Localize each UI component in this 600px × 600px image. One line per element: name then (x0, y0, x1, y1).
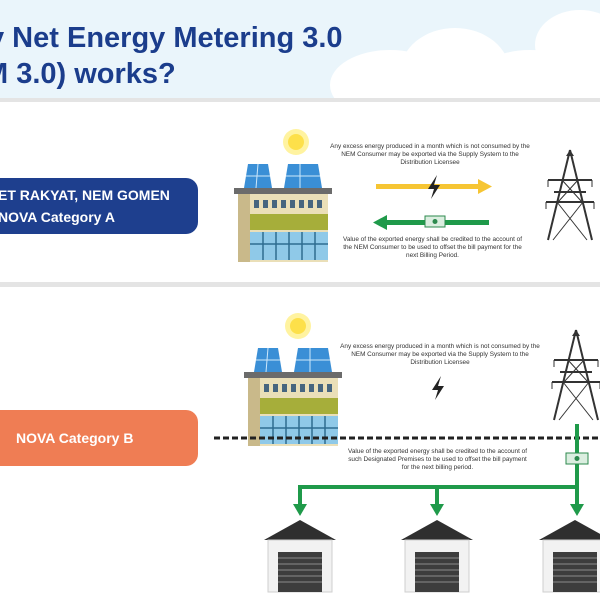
sun-icon (285, 313, 311, 339)
category-a-line1: ET RAKYAT, NEM GOMEN (0, 187, 170, 203)
category-a-label: ET RAKYAT, NEM GOMEN NOVA Category A (0, 178, 198, 234)
page-title-line2: M 3.0) works? (0, 58, 176, 90)
sun-icon (283, 129, 309, 155)
credit-note-b: Value of the exported energy shall be cr… (348, 448, 527, 471)
garage-icon (263, 519, 337, 593)
category-b-label: NOVA Category B (0, 410, 198, 466)
section-divider (0, 98, 600, 102)
export-note-b: Any excess energy produced in a month wh… (340, 343, 540, 366)
category-a-line2: NOVA Category A (0, 209, 115, 225)
lightning-icon (428, 175, 440, 199)
lightning-icon (432, 376, 444, 400)
money-icon (424, 215, 446, 228)
solar-house-icon (243, 347, 343, 447)
page-title-line1: v Net Energy Metering 3.0 (0, 22, 343, 54)
garage-icon (538, 519, 600, 593)
export-arrow-a (376, 179, 492, 194)
transmission-tower-icon (545, 149, 595, 241)
export-note-a: Any excess energy produced in a month wh… (330, 143, 530, 166)
credit-note-a: Value of the exported energy shall be cr… (343, 236, 522, 259)
solar-house-icon (233, 163, 333, 263)
garage-icon (400, 519, 474, 593)
header-banner: v Net Energy Metering 3.0 M 3.0) works? (0, 0, 600, 98)
money-icon (565, 452, 589, 465)
distribution-lines (293, 424, 584, 516)
transmission-tower-icon (551, 329, 600, 421)
section-divider (0, 282, 600, 287)
